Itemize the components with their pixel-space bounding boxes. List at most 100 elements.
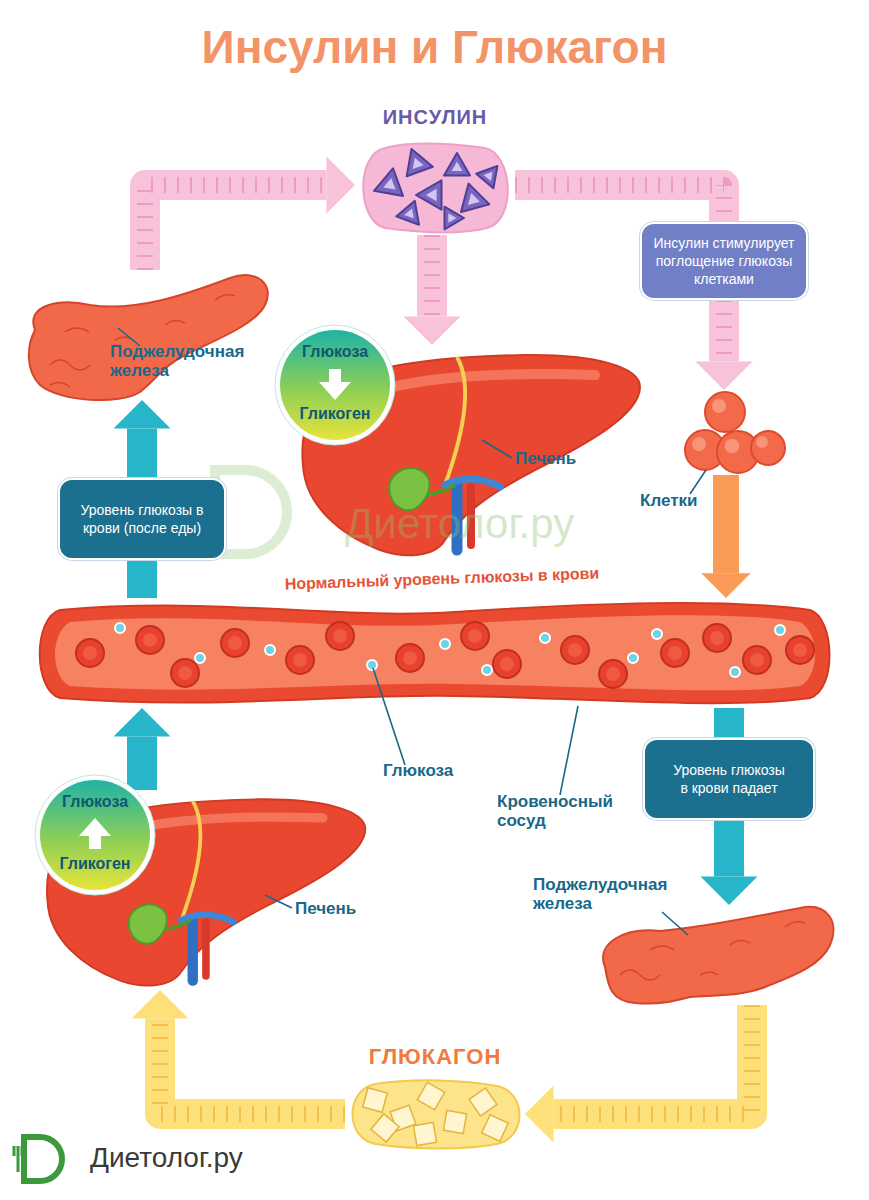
glucagon-blob: ГЛЮКАГОН	[345, 1078, 525, 1150]
flow-arrow	[729, 708, 730, 738]
pancreas-shape	[590, 905, 835, 1005]
shape-part	[705, 392, 745, 432]
shape-part	[540, 633, 550, 643]
shape-part	[353, 1080, 520, 1148]
shape-part	[202, 922, 210, 976]
pancreas: Поджелудочная железа	[590, 905, 835, 1005]
shape-part	[83, 646, 97, 660]
shape-part	[661, 639, 689, 667]
shape-part	[215, 295, 235, 300]
shape-part	[178, 666, 192, 680]
shape-part	[65, 328, 89, 332]
flow-arrow	[114, 708, 171, 790]
arrow-band	[515, 185, 724, 222]
arrow-head	[132, 990, 189, 1019]
flow-arrow	[515, 185, 724, 222]
arrow-texture	[160, 1019, 345, 1115]
flow-arrow	[145, 157, 355, 271]
shape-part	[692, 437, 706, 451]
shape-part	[29, 275, 268, 400]
flow-arrow	[701, 820, 758, 905]
diagram-title: Инсулин и Глюкагон	[0, 20, 869, 74]
shape-part	[396, 201, 419, 225]
box-text: Инсулин стимулирует поглощение глюкозы к…	[652, 234, 796, 289]
shape-part	[700, 972, 718, 975]
shape-part	[89, 835, 101, 849]
liver: ПеченьГлюкозаГликоген	[40, 790, 370, 990]
shape-part	[620, 970, 660, 980]
shape-part	[482, 1115, 509, 1142]
shape-part	[417, 1082, 444, 1109]
shape-part	[468, 193, 480, 205]
shape-part	[333, 629, 347, 643]
badge-text: Глюкоза	[273, 343, 397, 361]
shape-part	[730, 940, 750, 945]
box-text: Уровень глюкозы в крови падает	[668, 761, 790, 797]
shape-part	[403, 651, 417, 665]
shape-part	[448, 213, 456, 222]
shape-part	[319, 382, 351, 400]
badge-shape	[273, 323, 397, 447]
shape-part	[793, 643, 807, 657]
shape-part	[383, 178, 395, 190]
logo-icon	[14, 1146, 22, 1172]
arrow-texture	[716, 300, 732, 362]
arrow-head	[701, 877, 758, 906]
arrow-texture	[424, 235, 440, 317]
pancreas: Поджелудочная железа	[15, 270, 270, 400]
shape-part	[363, 143, 508, 232]
arrow-head	[696, 362, 753, 391]
arrow-band	[145, 185, 327, 270]
conversion-badge: ГлюкозаГликоген	[273, 323, 397, 447]
shape-part	[599, 660, 627, 688]
shape-part	[293, 653, 307, 667]
arrow-band	[713, 475, 739, 573]
shape-part	[171, 659, 199, 687]
shape-part	[561, 636, 589, 664]
leader-line	[373, 668, 405, 765]
badge-text: Гликоген	[33, 855, 157, 873]
shape-part	[396, 644, 424, 672]
shape-part	[407, 149, 433, 176]
shape-part	[416, 180, 442, 209]
flow-arrow	[404, 235, 461, 345]
part-label: Глюкоза	[383, 762, 493, 781]
shape-part	[628, 653, 638, 663]
insulin-blob-shape	[355, 140, 515, 235]
shape-part	[484, 172, 493, 181]
part-label: Кровеносный сосуд	[497, 793, 637, 830]
shape-part	[286, 646, 314, 674]
process-box: Уровень глюкозы в крови (после еды)	[58, 478, 226, 560]
shape-part	[730, 667, 740, 677]
shape-part	[476, 166, 497, 188]
shape-part	[413, 1122, 436, 1145]
shape-part	[603, 907, 833, 1004]
shape-part	[55, 615, 815, 690]
shape-part	[668, 646, 682, 660]
shape-part	[413, 158, 424, 169]
shape-part	[445, 357, 465, 485]
badge-shape	[33, 773, 157, 897]
shape-part	[329, 369, 341, 383]
vessel-shape	[35, 598, 835, 708]
shape-part	[265, 645, 275, 655]
leader-line	[118, 328, 140, 346]
shape-part	[493, 650, 521, 678]
shape-part	[143, 633, 157, 647]
shape-part	[76, 639, 104, 667]
shape-part	[115, 623, 125, 633]
shape-part	[725, 439, 740, 454]
arrow-head	[114, 708, 171, 737]
badge-text: Глюкоза	[33, 793, 157, 811]
shape-part	[461, 184, 489, 212]
arrow-texture	[554, 1005, 753, 1114]
flow-arrow	[114, 400, 171, 478]
conversion-badge: ГлюкозаГликоген	[33, 773, 157, 897]
arrow-band	[127, 429, 157, 479]
logo-text: Диетолог.ру	[90, 1142, 330, 1174]
organ-label: Поджелудочная железа	[533, 876, 703, 913]
shape-part	[136, 626, 164, 654]
arrow-band	[714, 820, 744, 877]
arrow-band	[127, 737, 157, 791]
